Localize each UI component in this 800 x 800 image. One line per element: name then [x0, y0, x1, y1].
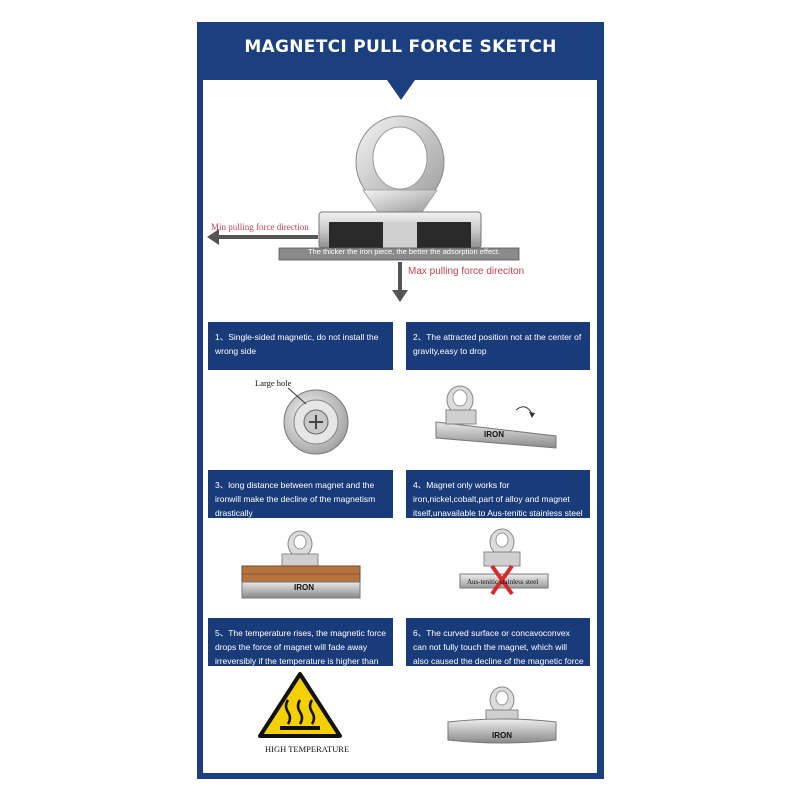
panel-2-header: 2、The attracted position not at the cent… [406, 322, 590, 370]
panel-5-image [208, 666, 393, 766]
large-hole-label: Large hole [255, 378, 292, 388]
magnet-on-plate-drawing [207, 115, 520, 302]
title-pointer-triangle [387, 80, 415, 100]
high-temperature-label: HIGH TEMPERATURE [265, 744, 350, 754]
panel-6-iron-label: IRON [492, 731, 512, 740]
panel-6-text: 6、The curved surface or concavoconvex ca… [413, 628, 584, 666]
panel-1-text: 1、Single-sided magnetic, do not install … [215, 332, 379, 356]
panel-3-iron-label: IRON [294, 583, 314, 592]
tilted-magnet-drawing [435, 385, 557, 449]
hero-illustration [203, 100, 597, 320]
panel-1-image [208, 370, 393, 462]
stainless-steel-drawing [459, 528, 549, 596]
panel-2-text: 2、The attracted position not at the cent… [413, 332, 582, 356]
panel-3-header: 3、long distance between magnet and the i… [208, 470, 393, 518]
panel-4-text: 4、Magnet only works for iron,nickel,coba… [413, 480, 583, 518]
panel-6-header: 6、The curved surface or concavoconvex ca… [406, 618, 590, 666]
panel-4-image [406, 518, 590, 610]
page-title: MAGNETCI PULL FORCE SKETCH [244, 37, 557, 57]
max-pull-label: Max pulling force direciton [408, 266, 525, 277]
panel-2-iron-label: IRON [484, 430, 504, 439]
panel-3-image [208, 518, 393, 610]
curved-surface-drawing [447, 686, 557, 744]
panel-3-text: 3、long distance between magnet and the i… [215, 480, 376, 518]
stainless-steel-label: Aus-tenitic stainless steel [467, 578, 539, 586]
magnet-on-wood-drawing [241, 530, 361, 599]
panel-1-header: 1、Single-sided magnetic, do not install … [208, 322, 393, 370]
large-hole-magnet-drawing [283, 387, 349, 455]
panel-6-image [406, 666, 590, 766]
min-pull-label: Min pulling force direction [211, 222, 309, 232]
hot-surface-warning-icon [258, 672, 342, 738]
panel-4-header: 4、Magnet only works for iron,nickel,coba… [406, 470, 590, 518]
panel-2-image [406, 370, 590, 462]
panel-5-header: 5、The temperature rises, the magnetic fo… [208, 618, 393, 680]
plate-caption: The thicker the iron piece, the better t… [307, 247, 501, 256]
